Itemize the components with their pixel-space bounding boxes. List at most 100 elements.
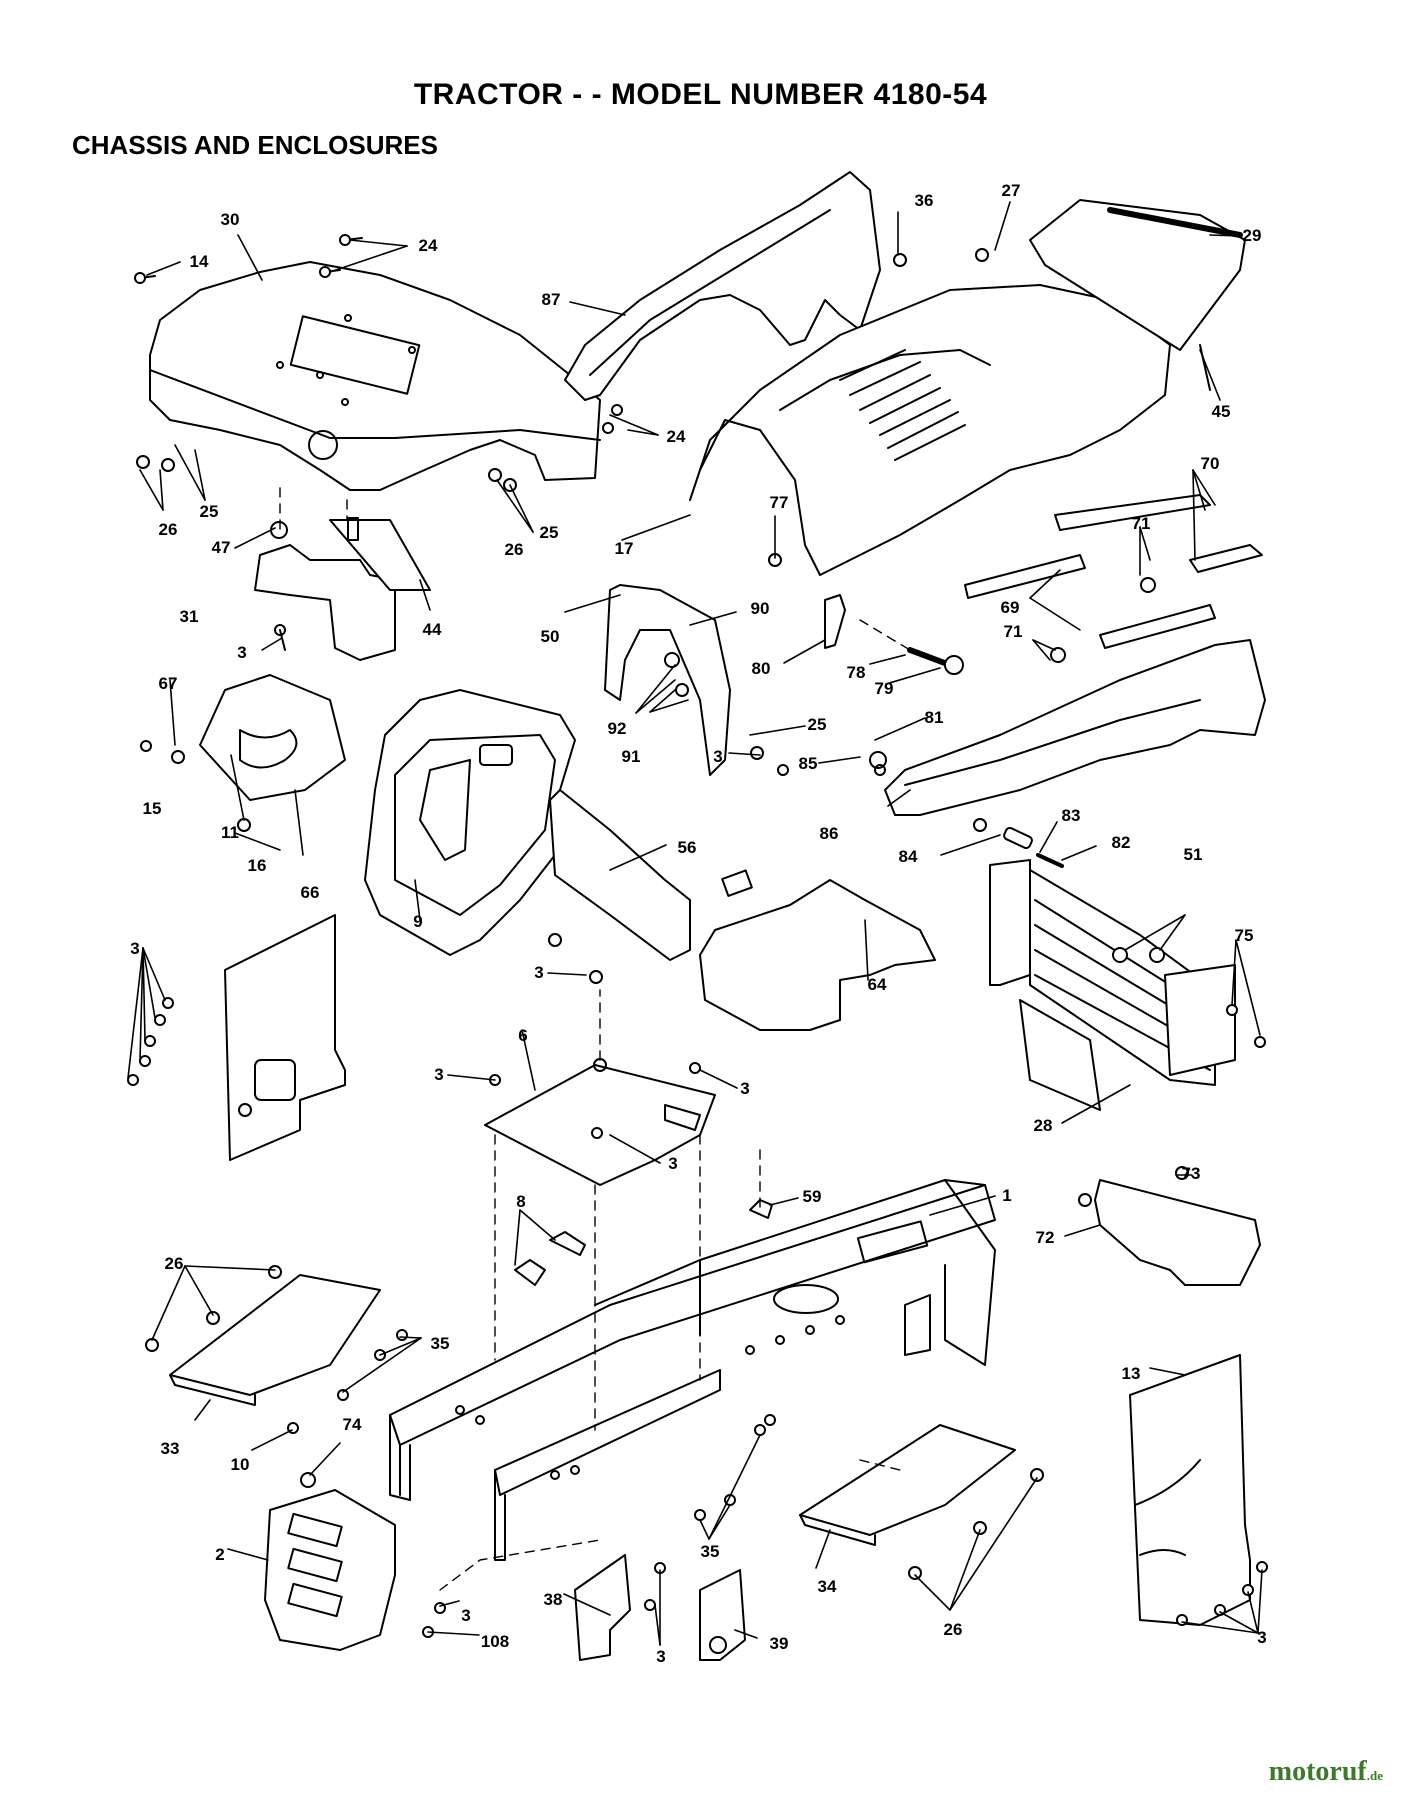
part-left-side-panel [224, 914, 346, 1161]
callout-39: 39 [769, 1634, 789, 1653]
leader-lines [127, 201, 1263, 1646]
callout-3: 3 [740, 1079, 750, 1098]
callout-24: 24 [666, 427, 686, 446]
part-console-support [549, 789, 691, 961]
callout-51: 51 [1183, 845, 1203, 864]
callout-59: 59 [802, 1187, 822, 1206]
part-battery-tray [484, 1058, 716, 1186]
callout-24: 24 [418, 236, 438, 255]
part-nut-59 [749, 1199, 773, 1219]
callout-81: 81 [924, 708, 944, 727]
callout-86: 86 [819, 824, 839, 843]
watermark-brand: motoruf [1268, 1756, 1367, 1787]
watermark-tld: .de [1366, 1768, 1383, 1783]
callout-25: 25 [807, 715, 827, 734]
part-right-side-panel [1129, 1354, 1251, 1626]
callout-91: 91 [621, 747, 641, 766]
part-bumper-hardware [869, 751, 1064, 868]
callout-72: 72 [1035, 1228, 1055, 1247]
watermark-logo: motoruf.de [1269, 1756, 1383, 1788]
part-front-bumper [884, 639, 1266, 816]
part-hood-brackets [964, 494, 1263, 663]
callout-38: 38 [543, 1590, 563, 1609]
callout-85: 85 [798, 754, 818, 773]
part-front-grille [989, 859, 1236, 1111]
assembly-lines [279, 487, 911, 1591]
callout-50: 50 [540, 627, 560, 646]
callout-108: 108 [480, 1632, 510, 1651]
part-front-grille-bar [1029, 199, 1246, 391]
callout-84: 84 [898, 847, 918, 866]
part-dash-console [364, 689, 576, 956]
callout-3: 3 [713, 747, 723, 766]
callout-3: 3 [656, 1647, 666, 1666]
callout-14: 14 [189, 252, 209, 271]
callout-56: 56 [677, 838, 697, 857]
callout-3: 3 [534, 963, 544, 982]
callout-26: 26 [504, 540, 524, 559]
callout-3: 3 [668, 1154, 678, 1173]
callout-70: 70 [1200, 454, 1220, 473]
callout-29: 29 [1242, 226, 1262, 245]
callout-8: 8 [516, 1192, 526, 1211]
callout-9: 9 [413, 912, 423, 931]
callout-75: 75 [1234, 926, 1254, 945]
callout-83: 83 [1061, 806, 1081, 825]
callout-3: 3 [1257, 1628, 1267, 1647]
callout-26: 26 [943, 1620, 963, 1639]
part-clips [514, 1231, 586, 1286]
callout-1: 1 [1002, 1186, 1012, 1205]
callout-90: 90 [750, 599, 770, 618]
part-side-rail [564, 171, 881, 401]
callout-25: 25 [199, 502, 219, 521]
callout-92: 92 [607, 719, 627, 738]
callout-27: 27 [1001, 181, 1021, 200]
callout-11: 11 [221, 823, 239, 842]
callout-26: 26 [158, 520, 178, 539]
callout-74: 74 [342, 1415, 362, 1434]
callout-79: 79 [874, 679, 894, 698]
callout-15: 15 [142, 799, 162, 818]
callout-36: 36 [914, 191, 934, 210]
callout-3: 3 [434, 1065, 444, 1084]
callout-28: 28 [1033, 1116, 1053, 1135]
page-title: TRACTOR - - MODEL NUMBER 4180-54 [413, 78, 988, 111]
callout-77: 77 [769, 493, 789, 512]
callout-13: 13 [1121, 1364, 1141, 1383]
callout-44: 44 [422, 620, 442, 639]
part-dash-bracket [254, 517, 431, 661]
callout-31: 31 [179, 607, 199, 626]
part-draw-bar [1078, 1179, 1261, 1286]
callout-35: 35 [700, 1542, 720, 1561]
callout-25: 25 [539, 523, 559, 542]
callout-10: 10 [230, 1455, 250, 1474]
part-rear-brackets [574, 1554, 746, 1661]
callout-78: 78 [846, 663, 866, 682]
callout-82: 82 [1111, 833, 1131, 852]
part-dash-panel [149, 261, 601, 491]
callout-3: 3 [461, 1606, 471, 1625]
callout-3: 3 [130, 939, 140, 958]
callout-64: 64 [867, 975, 887, 994]
part-left-footrest [169, 1274, 381, 1406]
callout-30: 30 [220, 210, 240, 229]
part-hood-support [604, 584, 731, 776]
callout-69: 69 [1000, 598, 1020, 617]
callout-26: 26 [164, 1254, 184, 1273]
section-title: CHASSIS AND ENCLOSURES [72, 130, 438, 160]
callout-3: 3 [237, 643, 247, 662]
part-hood-pivot [824, 594, 964, 675]
callout-35: 35 [430, 1334, 450, 1353]
part-hood [689, 284, 1171, 576]
part-console-shield [199, 674, 346, 801]
callout-80: 80 [751, 659, 771, 678]
callout-87: 87 [541, 290, 561, 309]
callout-71: 71 [1003, 622, 1023, 641]
callout-6: 6 [518, 1026, 528, 1045]
callout-73: 73 [1181, 1164, 1201, 1183]
callout-71: 71 [1131, 514, 1151, 533]
part-seat-support [699, 869, 936, 1031]
part-right-footrest [799, 1424, 1016, 1546]
callout-45: 45 [1211, 402, 1231, 421]
